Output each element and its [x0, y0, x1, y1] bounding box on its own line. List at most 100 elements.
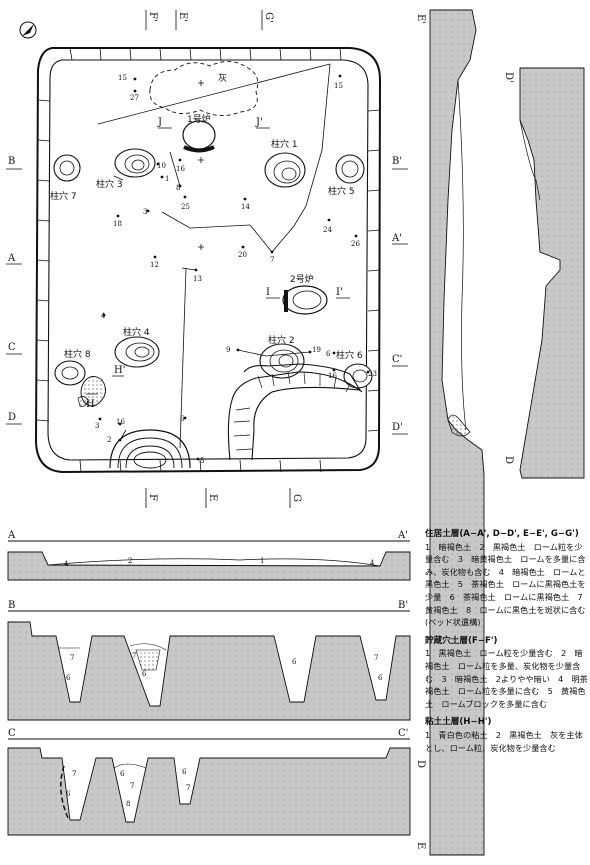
find-number: 19 — [312, 346, 321, 354]
dwelling-layer-title: 住居土層(A−A', D−D', E−E', G−G') — [425, 529, 579, 539]
find-number: 7 — [270, 256, 274, 264]
layer-number: 6 — [378, 674, 383, 682]
section-mark-H: H — [86, 399, 95, 410]
north-arrow-icon — [19, 21, 37, 39]
find-number: 4 — [101, 312, 106, 320]
layer-number: 6 — [142, 670, 147, 678]
hearth-2-label: 2号炉 — [290, 273, 314, 285]
section-mark-A-prime: A' — [391, 233, 402, 244]
section-mark-H-prime: H' — [114, 365, 125, 376]
find-number: 15 — [334, 82, 343, 90]
section-mark-B-prime: B' — [392, 156, 402, 167]
section-mark-D: D — [8, 412, 16, 423]
clay-layer-text: 1 青白色の粘土 2 黒褐色土 灰を主体とし、ローム粒、炭化物を少量含む — [425, 729, 583, 753]
layer-number: 4 — [370, 559, 375, 567]
storage-pit — [109, 429, 191, 469]
layer-number: 7 — [374, 654, 378, 662]
find-numbers: 15 27 15 10 16 1 8 25 14 18 3 24 26 12 2… — [95, 74, 377, 465]
section-mark-G: G — [291, 494, 302, 502]
soil-legend: 住居土層(A−A', D−D', E−E', G−G') 1 暗褐色土 2 黒褐… — [425, 528, 590, 754]
layer-number: 7 — [130, 782, 134, 790]
storage-layer-title: 貯蔵穴土層(F−F') — [425, 635, 498, 646]
find-number: 3 — [143, 208, 147, 216]
pillar-4-label: 柱穴 4 — [123, 326, 150, 338]
layer-number: 7 — [186, 784, 190, 792]
section-mark-D-prime-right: D' — [503, 72, 514, 83]
layer-number: 6 — [120, 770, 125, 778]
pillar-hole-3 — [114, 148, 156, 178]
pillar-6-label: 柱穴 6 — [336, 349, 363, 361]
section-mark-E-right: E — [415, 842, 426, 849]
find-number: 23 — [368, 370, 377, 378]
clay-layer-title: 粘土土層(H−H') — [425, 717, 492, 728]
pillar-2-label: 柱穴 2 — [268, 334, 295, 346]
section-label-B-prime: B' — [398, 600, 408, 611]
layer-number: 6 — [182, 768, 187, 776]
section-mark-J-prime: J' — [255, 117, 263, 128]
find-number: 15 — [118, 74, 127, 82]
find-number: 1 — [165, 175, 169, 183]
find-number: 20 — [238, 251, 247, 259]
layer-number: 1 — [260, 557, 264, 565]
section-label-C-prime: C' — [398, 728, 408, 739]
layer-number: 8 — [126, 800, 130, 808]
section-mark-D-bottom: D — [503, 456, 514, 464]
section-mark-G-prime: G' — [263, 12, 274, 23]
find-number: 14 — [241, 203, 250, 211]
pillar-7-label: 柱穴 7 — [50, 190, 77, 202]
section-label-B: B — [8, 600, 15, 611]
section-D-D-prime: D' D — [503, 67, 585, 479]
pillar-5-label: 柱穴 5 — [328, 185, 355, 197]
pillar-hole-7 — [53, 154, 81, 182]
section-mark-B: B — [8, 156, 15, 167]
dwelling-layer-text: 1 暗褐色土 2 黒褐色土 ローム粒を少量含む 3 暗黄褐色土 ロームを多量に含… — [425, 541, 590, 628]
section-label-A-prime: A' — [397, 530, 408, 541]
find-number: 16 — [176, 165, 185, 173]
layer-number: 7 — [132, 652, 136, 660]
section-B-B-prime: 7 6 7 6 6 7 6 B B' — [7, 600, 411, 721]
pillar-hole-2 — [259, 343, 305, 379]
pillar-hole-5 — [335, 154, 365, 184]
find-number: 6 — [326, 350, 331, 358]
section-mark-D-prime: D' — [392, 422, 403, 433]
find-number: 24 — [323, 226, 332, 234]
find-number: 9 — [226, 346, 230, 354]
pillar-hole-6 — [343, 363, 373, 389]
section-mark-I-prime: I' — [336, 287, 343, 298]
section-E-E-prime: E' D E — [415, 9, 485, 856]
layer-number: 7 — [70, 654, 74, 662]
section-mark-E: E — [207, 494, 218, 501]
layer-number: 2 — [128, 557, 132, 565]
layer-number: 6 — [66, 790, 71, 798]
layer-number: 6 — [66, 674, 71, 682]
section-label-A: A — [7, 530, 16, 541]
find-number: 8 — [176, 184, 180, 192]
find-number: 12 — [150, 261, 159, 269]
pillar-3-label: 柱穴 3 — [96, 178, 123, 190]
section-mark-C-prime: C' — [392, 354, 402, 365]
section-label-C: C — [8, 728, 16, 739]
find-number: 6 — [180, 415, 185, 423]
section-mark-D-right: D — [415, 760, 426, 768]
ash-label: 灰 — [218, 72, 227, 84]
section-mark-E-prime: E' — [177, 12, 188, 22]
section-mark-A: A — [7, 253, 16, 264]
find-number: 2 — [107, 436, 111, 444]
find-number: 26 — [351, 240, 360, 248]
pillar-hole-8 — [54, 360, 86, 386]
find-number: 5 — [200, 457, 204, 465]
layer-number: 4 — [64, 560, 69, 568]
pillar-1-label: 柱穴 1 — [271, 138, 298, 150]
find-number: 27 — [130, 94, 139, 102]
section-C-C-prime: 7 6 6 7 8 6 7 C C' — [7, 728, 411, 836]
section-mark-J: J — [157, 117, 162, 128]
find-number: 13 — [193, 275, 202, 283]
hearth-1-label: 1号炉 — [187, 113, 211, 125]
section-mark-F: F — [147, 494, 158, 501]
section-mark-C: C — [8, 342, 16, 353]
dwelling-plan — [34, 47, 382, 474]
layer-number: 7 — [72, 770, 76, 778]
find-number: 3 — [95, 422, 99, 430]
find-number: 16 — [328, 372, 337, 380]
